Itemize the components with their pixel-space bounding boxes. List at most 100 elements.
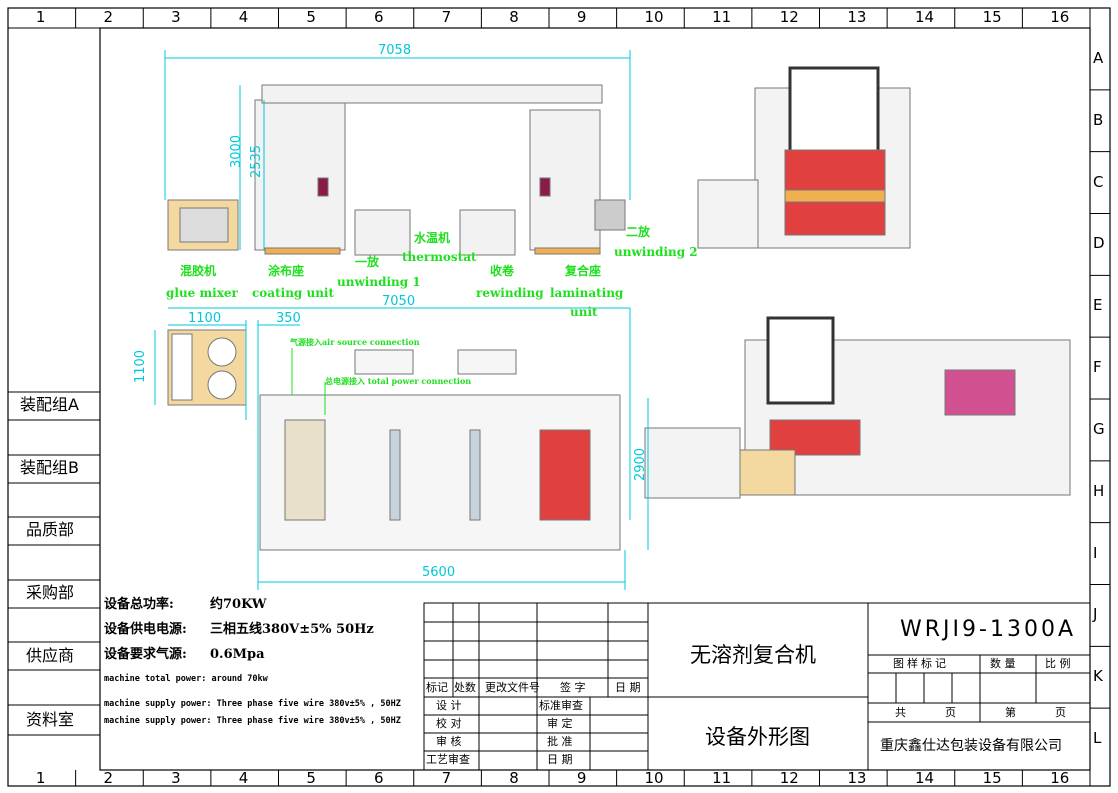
- spec-supply-label: 设备供电电源:: [104, 622, 187, 637]
- row-letter: D: [1093, 234, 1105, 253]
- label-thermostat-en: thermostat: [402, 250, 477, 264]
- label-coating-en: coating unit: [252, 286, 335, 300]
- row-letter: E: [1093, 296, 1103, 315]
- row-letter: C: [1093, 172, 1104, 191]
- column-number: 16: [1050, 8, 1070, 26]
- label-rewinding-en: rewinding: [476, 286, 544, 300]
- spec-air-value: 0.6Mpa: [210, 647, 265, 662]
- front-view: [167, 84, 626, 256]
- column-number: 3: [171, 8, 181, 26]
- column-number: 1: [35, 769, 46, 787]
- column-number: 16: [1050, 769, 1070, 787]
- dim-height-total: 3000: [229, 134, 245, 169]
- spec-air-label: 设备要求气源:: [104, 647, 187, 662]
- label-laminating-en2: unit: [570, 305, 598, 319]
- label-coating-cn: 涂布座: [268, 264, 305, 278]
- side-label-supplier: 供应商: [26, 646, 75, 665]
- sign-approve: 批 准: [547, 735, 573, 748]
- column-number: 8: [509, 769, 519, 787]
- row-letter: L: [1093, 729, 1102, 748]
- side-view: [697, 66, 911, 249]
- column-number: 1: [35, 8, 46, 26]
- column-number: 2: [103, 8, 113, 26]
- dim-plan-width: 2900: [633, 447, 649, 482]
- column-number: 15: [982, 769, 1002, 787]
- label-rewinding-cn: 收卷: [490, 264, 515, 278]
- column-number: 9: [576, 769, 587, 787]
- page-unit-2: 页: [1055, 706, 1066, 719]
- spec-power-value: 约70KW: [210, 597, 267, 612]
- row-letter: B: [1093, 110, 1104, 129]
- column-number: 8: [509, 8, 519, 26]
- drawing-name: 设备外形图: [705, 725, 810, 749]
- column-number: 13: [847, 8, 867, 26]
- row-letter: F: [1093, 358, 1102, 377]
- column-number: 6: [373, 8, 384, 26]
- label-unwinding2-en: unwinding 2: [614, 245, 698, 259]
- dim-gap: 350: [276, 311, 301, 326]
- sign-check: 校 对: [436, 717, 462, 730]
- column-number: 6: [373, 769, 384, 787]
- side-label-assembly-a: 装配组A: [20, 395, 79, 414]
- column-number: 11: [712, 769, 732, 787]
- spec-power-label: 设备总功率:: [104, 597, 174, 612]
- column-number: 10: [644, 8, 664, 26]
- column-number: 14: [914, 8, 935, 26]
- product-name: 无溶剂复合机: [690, 643, 816, 667]
- row-letter: I: [1093, 543, 1098, 562]
- dim-plan-base-length: 5600: [422, 565, 456, 580]
- iso-view: [644, 316, 1071, 499]
- column-number: 9: [576, 8, 587, 26]
- spec-en-power: machine total power: around 70kw: [104, 674, 268, 684]
- plan-view: [167, 329, 621, 551]
- column-number: 7: [441, 8, 452, 26]
- row-letter: H: [1093, 481, 1105, 500]
- sign-date: 日 期: [547, 753, 573, 766]
- column-number: 10: [644, 769, 664, 787]
- column-number: 5: [306, 769, 316, 787]
- rev-header-date: 日 期: [615, 681, 641, 694]
- page-unit: 页: [945, 706, 956, 719]
- column-number: 13: [847, 769, 867, 787]
- row-letter: G: [1093, 419, 1105, 438]
- label-unwinding1-cn: 一放: [355, 255, 380, 269]
- row-letter: K: [1093, 667, 1103, 686]
- scale-header: 比 例: [1045, 657, 1071, 670]
- column-number: 2: [103, 769, 113, 787]
- rev-header-mark: 标记: [426, 681, 448, 694]
- side-label-purchasing: 采购部: [26, 583, 75, 602]
- spec-supply-value: 三相五线380V±5% 50Hz: [210, 622, 374, 637]
- column-number: 12: [779, 8, 799, 26]
- dim-plan-length: 7050: [382, 294, 416, 309]
- mark-header: 图样标记: [893, 657, 949, 670]
- rev-header-count: 处数: [454, 681, 476, 694]
- sign-process: 工艺审查: [426, 753, 470, 766]
- column-number: 4: [238, 769, 249, 787]
- rev-header-sign: 签 字: [560, 681, 586, 694]
- total-pages-label: 共: [895, 706, 906, 719]
- spec-en-supply-2: machine supply power: Three phase five w…: [104, 716, 401, 726]
- sign-review: 审 核: [436, 735, 462, 748]
- page-no-label: 第: [1005, 706, 1016, 719]
- row-letter: J: [1093, 605, 1098, 624]
- column-number: 15: [982, 8, 1002, 26]
- company-name: 重庆鑫仕达包装设备有限公司: [880, 738, 1062, 754]
- row-letter: A: [1093, 48, 1104, 67]
- label-glue-mixer-en: glue mixer: [166, 286, 238, 300]
- label-unwinding1-en: unwinding 1: [337, 275, 421, 289]
- column-number: 5: [306, 8, 316, 26]
- qty-header: 数 量: [990, 657, 1016, 670]
- rev-header-doc: 更改文件号: [485, 681, 540, 694]
- sign-design: 设 计: [436, 699, 462, 712]
- label-power-connection: 总电源接入 total power connection: [325, 376, 472, 386]
- side-label-assembly-b: 装配组B: [20, 458, 79, 477]
- dim-mixer-width: 1100: [188, 311, 222, 326]
- column-number: 11: [712, 8, 732, 26]
- side-label-archive: 资料室: [26, 710, 75, 729]
- column-number: 14: [914, 769, 935, 787]
- dim-height-inner: 2535: [249, 144, 265, 179]
- column-number: 4: [238, 8, 249, 26]
- column-number: 7: [441, 769, 452, 787]
- model-number: WRJI9-1300A: [900, 617, 1076, 642]
